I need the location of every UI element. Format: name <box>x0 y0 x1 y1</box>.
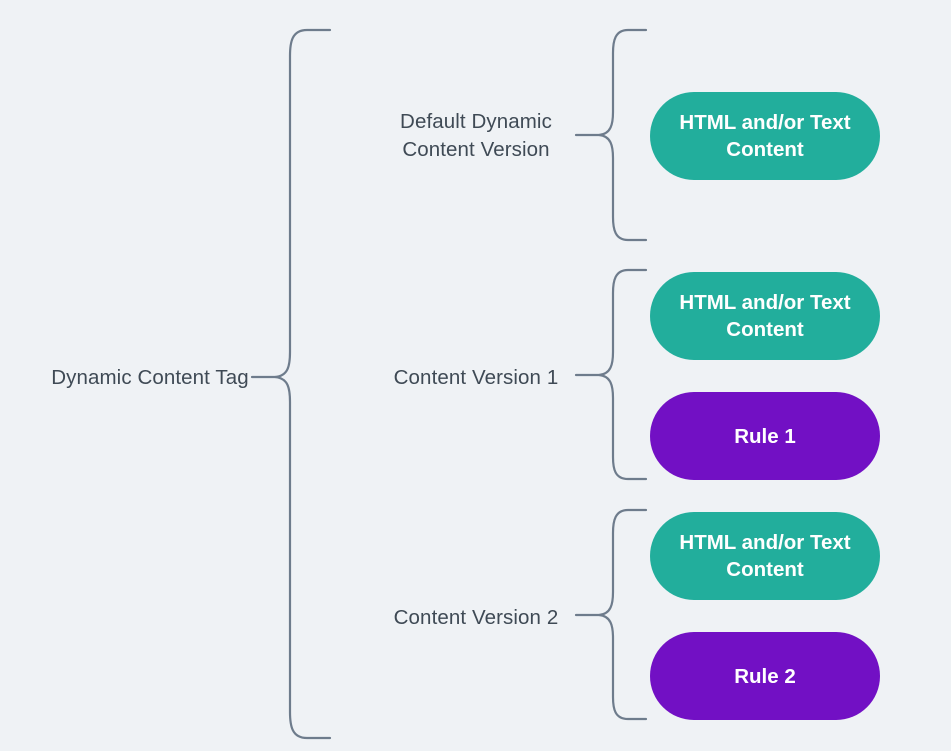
brace-group-0 <box>598 28 648 242</box>
pill-version2-html-text-content: HTML and/or Text Content <box>650 512 880 600</box>
brace-group-1 <box>598 268 648 481</box>
root-node-label: Dynamic Content Tag <box>51 366 249 389</box>
brace-root <box>274 28 332 740</box>
pill-default-html-text-content: HTML and/or Text Content <box>650 92 880 180</box>
pill-rule-1: Rule 1 <box>650 392 880 480</box>
brace-group-2 <box>598 508 648 721</box>
group-label-content-version-1: Content Version 1 <box>393 366 559 389</box>
group-label-content-version-2: Content Version 2 <box>393 606 559 629</box>
group-label-default-dynamic-content-version: Default Dynamic Content Version <box>400 110 552 161</box>
pill-version1-html-text-content: HTML and/or Text Content <box>650 272 880 360</box>
pill-rule-2: Rule 2 <box>650 632 880 720</box>
